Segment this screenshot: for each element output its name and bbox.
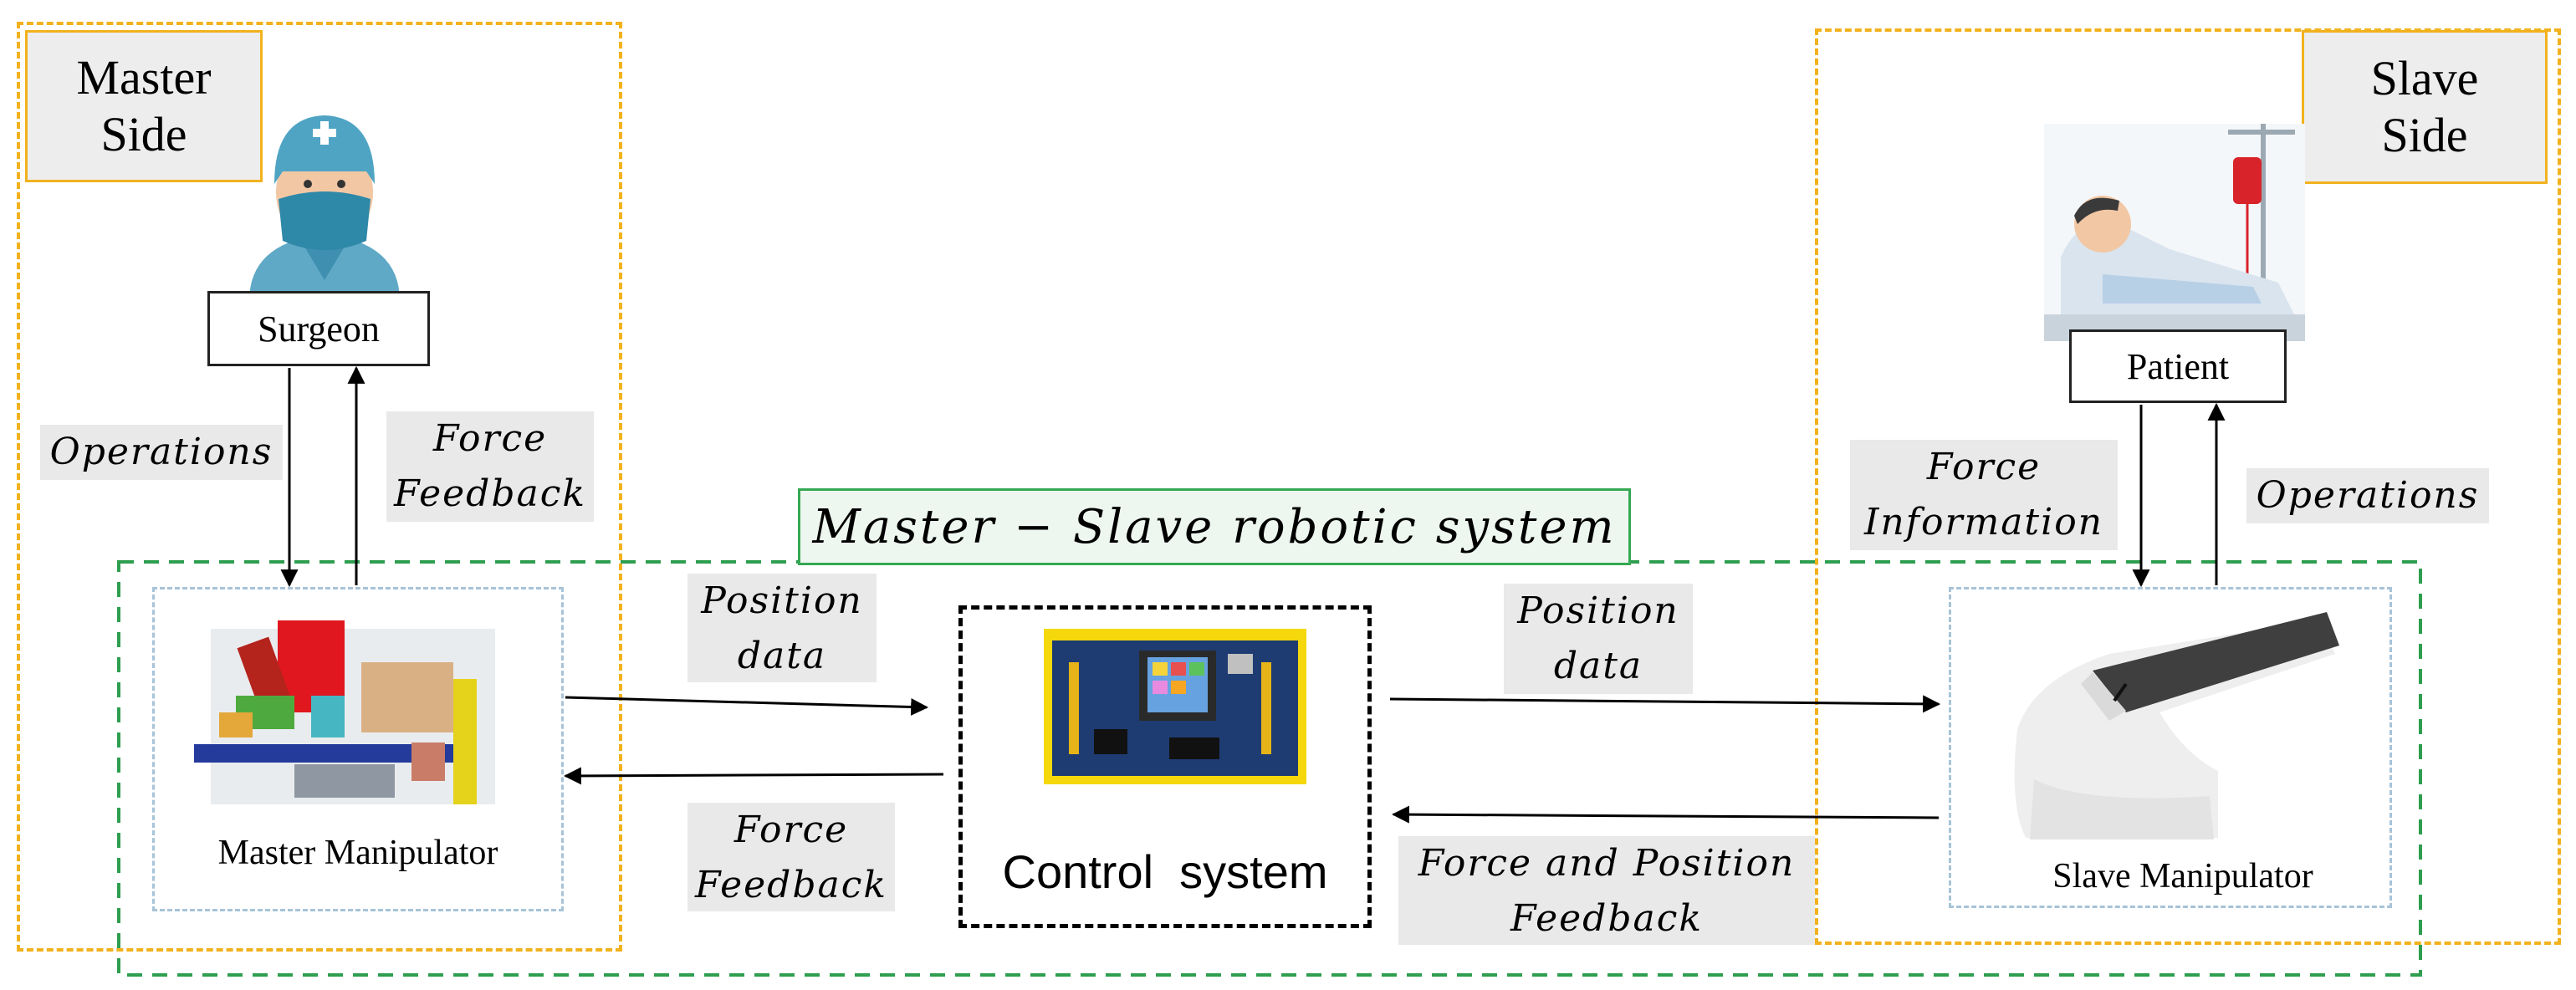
slave-side-line2: Side: [2381, 108, 2468, 162]
position-data-right-line1: Position: [1517, 589, 1679, 632]
force-feedback-left-line2: Feedback: [393, 472, 587, 515]
operations-left-text: Operations: [49, 431, 273, 473]
control-board-image: [1044, 629, 1306, 784]
slave-manipulator-image: [2014, 612, 2339, 839]
force-pos-feedback-label: Force and Position Feedback: [1398, 836, 1815, 945]
master-manipulator-label: Master Manipulator: [217, 834, 498, 872]
master-side-line1: Master: [76, 50, 212, 105]
master-manipulator-box: [152, 587, 564, 911]
operations-right-label: Operations: [2246, 468, 2489, 523]
position-data-right-label: Position data: [1504, 584, 1693, 694]
master-side-line2: Side: [100, 107, 187, 161]
patient-icon: [2044, 124, 2305, 341]
force-information-line2: Information: [1863, 501, 2104, 543]
patient-label: Patient: [2126, 345, 2230, 387]
surgeon-box: Surgeon: [207, 291, 430, 366]
control-system-label: Control system: [1002, 845, 1328, 898]
position-data-right-line2: data: [1553, 645, 1643, 687]
force-feedback-mid-line1: Force: [733, 809, 849, 851]
force-information-line1: Force: [1926, 446, 2042, 488]
slave-manipulator-box: [1949, 587, 2392, 908]
force-feedback-left-label: Force Feedback: [386, 411, 594, 522]
surgeon-icon: [249, 115, 400, 301]
system-title: Master − Slave robotic system: [798, 488, 1631, 565]
force-information-label: Force Information: [1850, 440, 2118, 550]
system-title-text: Master − Slave robotic system: [812, 499, 1617, 554]
slave-manipulator-label: Slave Manipulator: [2052, 857, 2313, 896]
force-feedback-mid-label: Force Feedback: [687, 803, 895, 911]
force-pos-feedback-line2: Feedback: [1510, 897, 1704, 940]
position-data-left-label: Position data: [687, 574, 877, 682]
force-feedback-mid-line2: Feedback: [694, 864, 888, 906]
force-pos-feedback-line1: Force and Position: [1418, 842, 1796, 885]
position-data-left-line2: data: [737, 635, 827, 677]
master-manipulator-image: [194, 620, 495, 804]
operations-left-label: Operations: [40, 425, 283, 480]
patient-box: Patient: [2069, 329, 2287, 403]
operations-right-text: Operations: [2256, 474, 2480, 517]
surgeon-label: Surgeon: [258, 308, 380, 350]
master-side-region: [17, 22, 622, 952]
force-feedback-left-line1: Force: [432, 417, 548, 460]
master-side-label: Master Side: [25, 30, 263, 182]
slave-side-label: Slave Side: [2302, 30, 2548, 184]
slave-side-region: [1815, 28, 2561, 945]
slave-side-line1: Slave: [2370, 51, 2479, 105]
position-data-left-line1: Position: [701, 579, 863, 622]
